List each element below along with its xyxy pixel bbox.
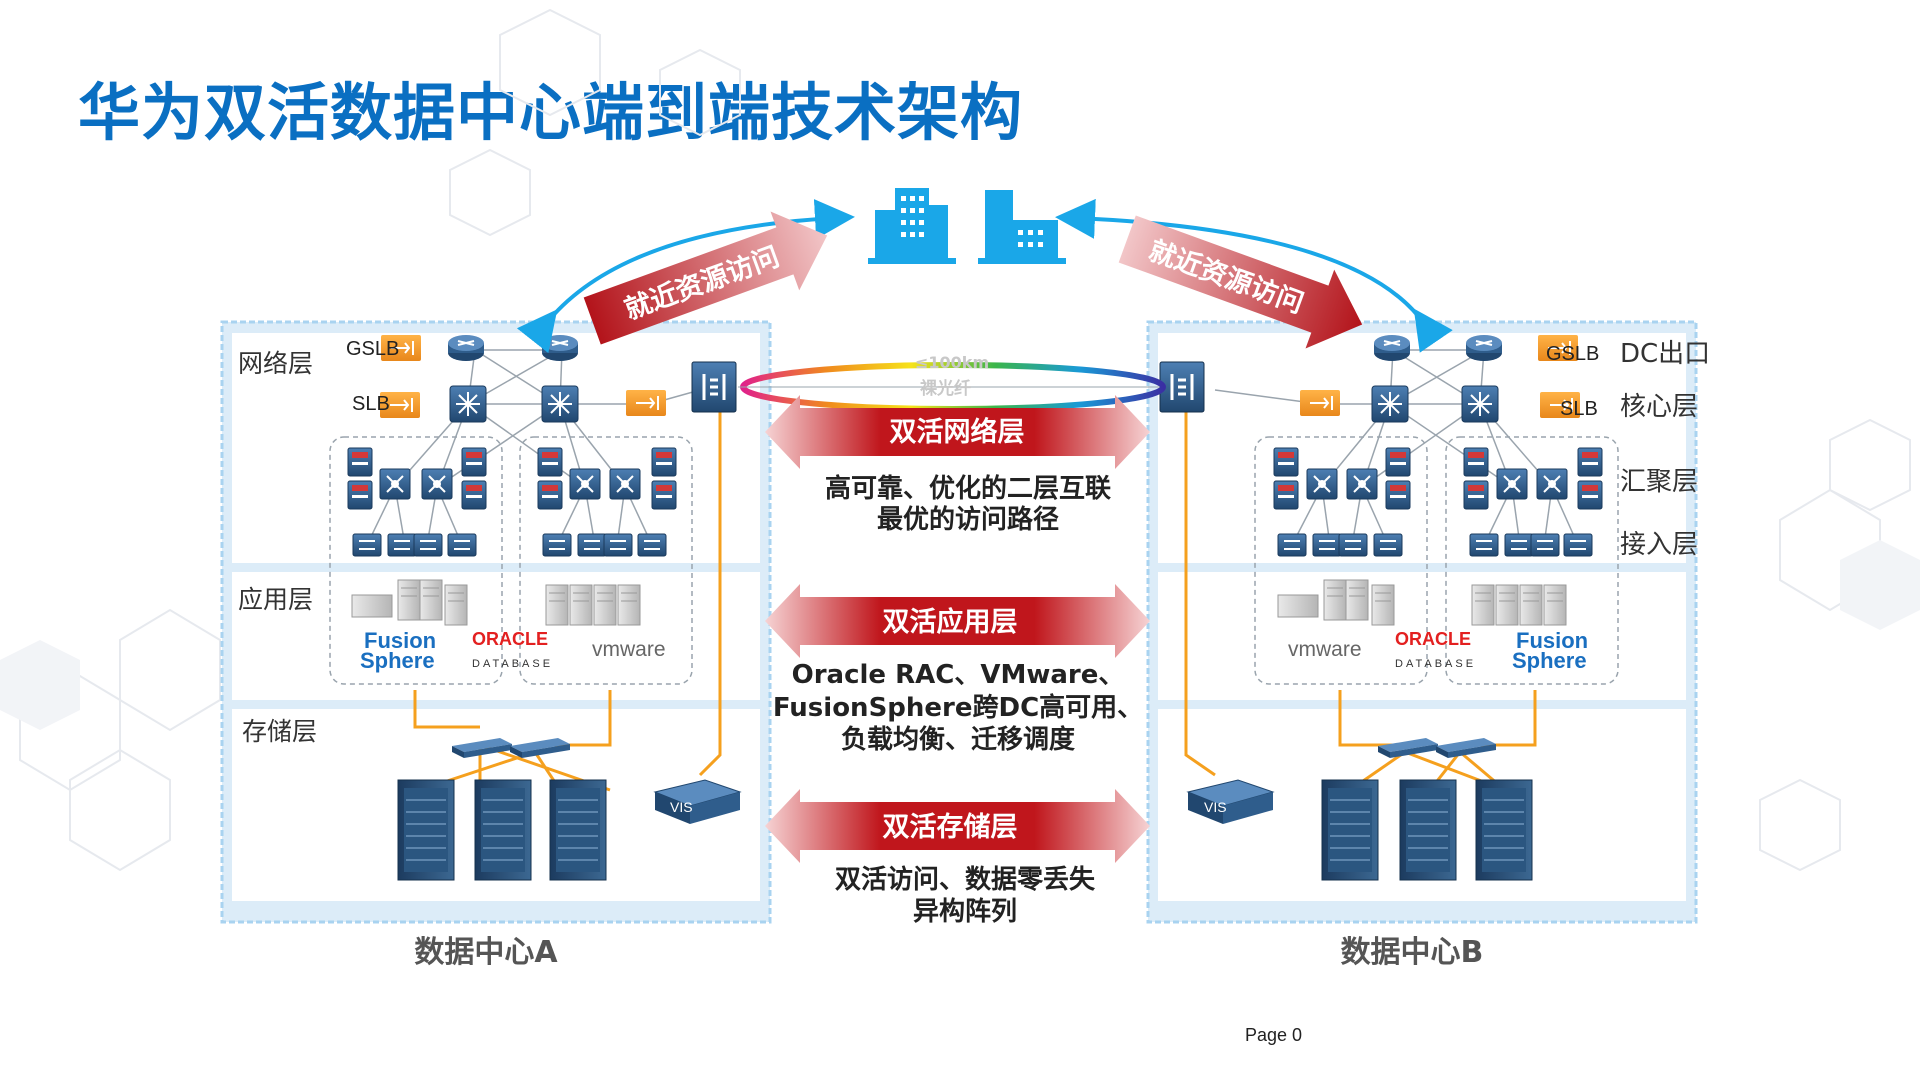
svg-text:ORACLE: ORACLE bbox=[1395, 629, 1471, 649]
svg-text:vmware: vmware bbox=[592, 638, 666, 661]
fiber-label: 裸光纤 bbox=[920, 378, 971, 399]
app-desc-line3: 负载均衡、迁移调度 bbox=[841, 724, 1075, 755]
dc-a-vmware-logo: vmware bbox=[592, 638, 666, 661]
svg-text:vmware: vmware bbox=[1288, 638, 1362, 661]
storage-desc-line2: 异构阵列 bbox=[913, 897, 1017, 927]
dc-b-slb-label: SLB bbox=[1560, 398, 1598, 420]
app-desc-line2: FusionSphere跨DC高可用、 bbox=[773, 692, 1143, 723]
dc-b-vis-label: VIS bbox=[1204, 799, 1227, 815]
svg-text:DATABASE: DATABASE bbox=[1395, 658, 1476, 670]
svg-text:双活网络层: 双活网络层 bbox=[890, 416, 1025, 448]
dc-a-fusionsphere-logo: Fusion Sphere bbox=[360, 628, 436, 673]
application-active-active-arrow: 双活应用层 bbox=[765, 584, 1150, 658]
svg-text:DATABASE: DATABASE bbox=[472, 658, 553, 670]
svg-text:双活应用层: 双活应用层 bbox=[883, 606, 1018, 638]
svg-text:双活存储层: 双活存储层 bbox=[883, 812, 1018, 843]
dc-a-oracle-logo: ORACLE DATABASE bbox=[472, 629, 553, 670]
fiber-distance: ≤100km bbox=[915, 353, 989, 372]
page-number: Page 0 bbox=[1245, 1025, 1303, 1045]
buildings-icon bbox=[868, 188, 1066, 264]
network-active-active-arrow: 双活网络层 bbox=[765, 395, 1150, 469]
svg-text:Fusion: Fusion bbox=[1516, 628, 1588, 653]
storage-layer-label: 存储层 bbox=[242, 717, 317, 746]
dc-a-gslb-label: GSLB bbox=[346, 338, 399, 360]
dc-b-devices bbox=[1158, 334, 1603, 881]
app-desc-line1: Oracle RAC、VMware、 bbox=[792, 660, 1125, 690]
access-layer-label: 接入层 bbox=[1620, 530, 1698, 560]
application-layer-label: 应用层 bbox=[238, 585, 313, 614]
dc-a-caption: 数据中心A bbox=[414, 935, 558, 970]
network-layer-label: 网络层 bbox=[238, 349, 313, 378]
background-hexagons-filled bbox=[0, 540, 1920, 730]
dc-a-slb-label: SLB bbox=[352, 393, 390, 415]
dc-exit-label: DC出口 bbox=[1620, 339, 1710, 369]
dc-b-gslb-label: GSLB bbox=[1546, 343, 1599, 365]
svg-text:Sphere: Sphere bbox=[360, 648, 435, 673]
dc-b-vmware-logo: vmware bbox=[1288, 638, 1362, 661]
network-desc-line1: 高可靠、优化的二层互联 bbox=[825, 473, 1111, 504]
dc-b-fusionsphere-logo: Fusion Sphere bbox=[1512, 628, 1588, 673]
network-desc-line2: 最优的访问路径 bbox=[877, 504, 1059, 535]
core-layer-label: 核心层 bbox=[1620, 392, 1698, 422]
dc-b-oracle-logo: ORACLE DATABASE bbox=[1395, 629, 1476, 670]
storage-active-active-arrow: 双活存储层 bbox=[765, 789, 1150, 863]
page-title: 华为双活数据中心端到端技术架构 bbox=[78, 76, 1024, 149]
dc-b-caption: 数据中心B bbox=[1341, 935, 1484, 970]
dc-a-vis-label: VIS bbox=[670, 799, 693, 815]
svg-text:ORACLE: ORACLE bbox=[472, 629, 548, 649]
aggregation-layer-label: 汇聚层 bbox=[1620, 467, 1698, 497]
dc-a-devices bbox=[347, 334, 741, 881]
svg-text:Fusion: Fusion bbox=[364, 628, 436, 653]
storage-desc-line1: 双活访问、数据零丢失 bbox=[835, 865, 1096, 895]
svg-text:Sphere: Sphere bbox=[1512, 648, 1587, 673]
